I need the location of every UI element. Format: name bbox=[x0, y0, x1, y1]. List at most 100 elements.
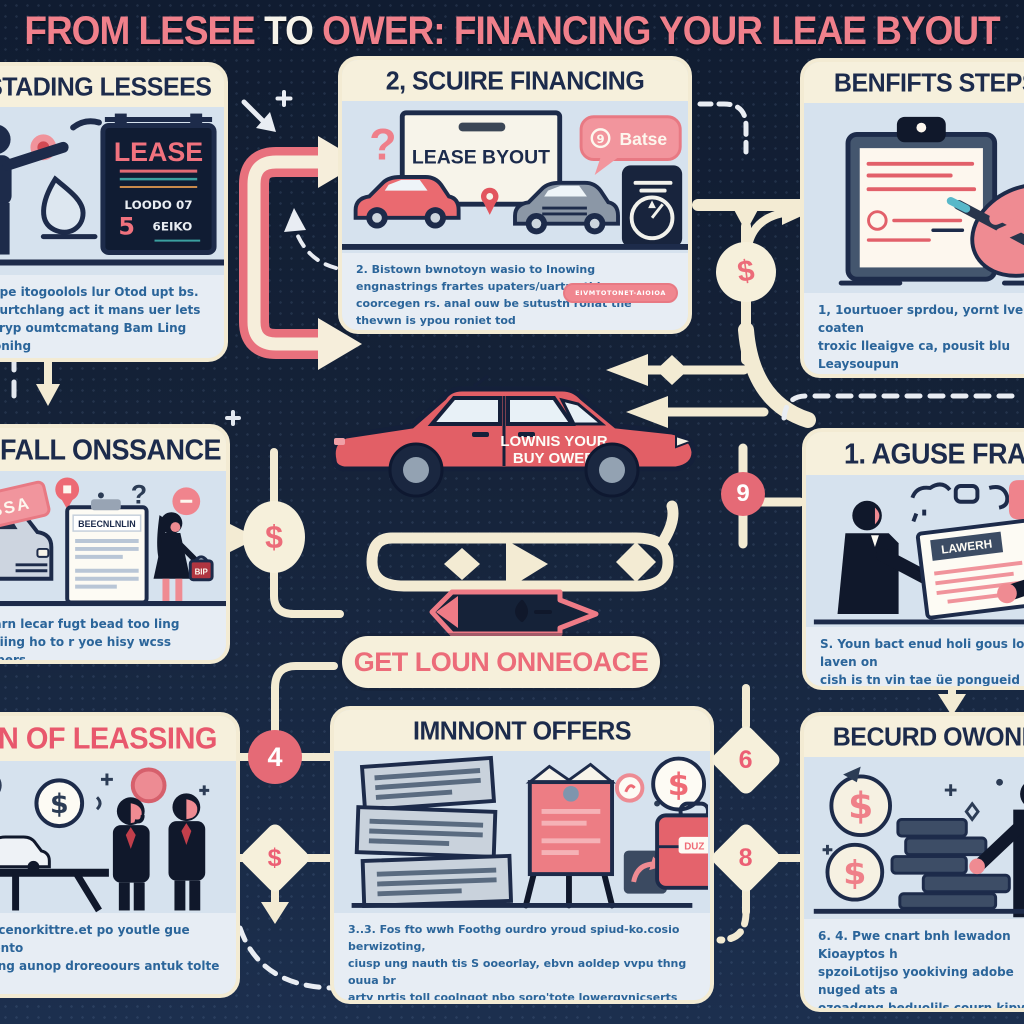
svg-text:9: 9 bbox=[596, 132, 604, 146]
panel-secure-financing: 2, SCUIRE FINANCING ? LEASE BYOUT bbox=[338, 56, 692, 334]
panel-bm-body: 3..3. Fos fto wwh Foothg ourdro yroud sp… bbox=[334, 913, 710, 1000]
panel-imnnont-offers: IMNNONT OFFERS $ bbox=[330, 706, 714, 1004]
gray-car-icon bbox=[513, 180, 620, 235]
doc-title: BEECNLNLIN bbox=[78, 519, 135, 529]
dollar-bubble-icon: $ bbox=[34, 778, 85, 829]
clipboard-icon bbox=[845, 116, 998, 282]
panel-tm-header: 2, SCUIRE FINANCING bbox=[342, 60, 688, 103]
dashed-line-tr bbox=[781, 393, 1015, 421]
svg-text:$: $ bbox=[843, 853, 866, 892]
taillight bbox=[334, 438, 345, 445]
brick-stack-icon bbox=[890, 817, 1011, 910]
step-badge-9: 9 bbox=[721, 472, 765, 516]
dashed-arc-bottom bbox=[237, 925, 335, 991]
pink-circle-icon bbox=[130, 767, 167, 804]
money-speech-bubble: ¢ e bbox=[1008, 480, 1024, 520]
lawerh-doc: LAWERH bbox=[915, 518, 1024, 620]
dealership-illustration: e $ bbox=[0, 767, 210, 913]
paperwork-illustration: $ ? CESSA BE bbox=[0, 477, 226, 607]
panel-tl-header: RSTADING LESSEES bbox=[0, 66, 224, 109]
easel-poster-icon bbox=[522, 762, 617, 909]
get-loan-banner: GET LOUN ONNEOACE bbox=[342, 636, 660, 688]
lease-speech-bubble: 9 Batse bbox=[579, 115, 682, 176]
car-text-line1: LOWNIS YOUR bbox=[500, 433, 607, 450]
briefcase-label: DUZ bbox=[684, 842, 704, 853]
panel-understanding-lessees: RSTADING LESSEES L bbox=[0, 62, 228, 362]
location-pin-icon bbox=[480, 187, 499, 215]
dollar-coin-icon: $ bbox=[651, 756, 707, 812]
panel-tm-body: 2. Bistown bwnotoyn wasio to Inowing eng… bbox=[342, 253, 688, 330]
center-red-car: LOWNIS YOUR BUY OWER bbox=[330, 374, 697, 498]
salesman-icon-1 bbox=[112, 797, 150, 911]
tm-badge: EIVMTOTONET-AIOIOA bbox=[563, 283, 678, 304]
left-arrows-to-car bbox=[606, 354, 769, 428]
car-window-1 bbox=[427, 396, 502, 426]
headlight bbox=[675, 434, 696, 449]
red-car-icon bbox=[353, 175, 461, 229]
whiteboard: LEASE BYOUT bbox=[399, 110, 563, 207]
bip-bag-icon: BIP bbox=[188, 555, 214, 582]
svg-text:$: $ bbox=[848, 784, 873, 827]
panel-end-of-leasing: EN OF LEASSING e $ bbox=[0, 712, 240, 998]
panel-bm-header: IMNNONT OFFERS bbox=[334, 710, 710, 753]
panel-benefits-steps: BENFIFTS STEPS bbox=[800, 58, 1024, 378]
coin-icon-1: $ bbox=[829, 766, 892, 838]
step-badge-4: 4 bbox=[248, 730, 302, 784]
car-text-line2: BUY OWER bbox=[513, 450, 595, 467]
bottom-right-connectors bbox=[708, 684, 804, 944]
question-icon: ? bbox=[131, 479, 147, 509]
pink-droplet-arrow-icon bbox=[429, 589, 599, 637]
salesman-icon-2 bbox=[168, 793, 206, 911]
lease-buyout-illustration: ? LEASE BYOUT bbox=[342, 110, 688, 250]
lease-buyout-text: LEASE BYOUT bbox=[412, 146, 550, 168]
question-mark-icon: ? bbox=[369, 121, 396, 170]
sparkle-icon-2 bbox=[199, 785, 210, 796]
owner-icon bbox=[969, 784, 1024, 918]
svg-text:6EIKO: 6EIKO bbox=[153, 220, 193, 234]
panel-ml-header: TUFALL ONSSANCE bbox=[0, 428, 226, 473]
coin-icon-2: $ bbox=[825, 842, 885, 902]
pin-icon bbox=[55, 477, 80, 510]
diagonal-arrow-icon bbox=[241, 90, 293, 132]
svg-text:BIP: BIP bbox=[195, 568, 209, 577]
svg-text:LOODO 07: LOODO 07 bbox=[124, 198, 192, 212]
svg-text:5: 5 bbox=[118, 213, 135, 241]
lessee-sign-illustration: LEASE LOODO 07 5 6EIKO bbox=[0, 113, 224, 266]
panel-pitfall-assurance: TUFALL ONSSANCE $ ? CESSA bbox=[0, 424, 230, 664]
panel-mr-header: 1. AGUSE FRANC bbox=[806, 432, 1024, 477]
panel-br-header: BECURD OWONR bbox=[804, 716, 1024, 759]
person-icon bbox=[0, 125, 69, 255]
dashed-curl-arrow-icon bbox=[284, 208, 338, 270]
panel-aguse-franc: 1. AGUSE FRANC ¢ e bbox=[802, 428, 1024, 690]
doc-label: LAWERH bbox=[940, 537, 993, 557]
panel-tl-body: ostupe itogoolols lur Otod upt bs. en bu… bbox=[0, 275, 224, 358]
panel-becurd-owonr: BECURD OWONR $ $ bbox=[800, 712, 1024, 1012]
thought-bubbles-icon bbox=[910, 482, 1010, 523]
lease-board: LEASE LOODO 07 5 6EIKO bbox=[100, 113, 217, 256]
handover-illustration: ¢ e LAWERH bbox=[813, 480, 1024, 625]
pink-ring-icon bbox=[614, 773, 645, 803]
receiving-arm-icon bbox=[997, 579, 1024, 604]
panel-tr-body: 1, 1ourtuoer sprdou, yornt lve coaten tr… bbox=[804, 293, 1024, 374]
sparkle-icon bbox=[100, 773, 113, 786]
contract-signing-illustration bbox=[838, 116, 1024, 286]
svg-text:$: $ bbox=[668, 767, 690, 803]
panel-bl-body: nrt cenorkittre.et po youtle gue mronto … bbox=[0, 913, 236, 994]
panel-mr-body: S. Youn bact enud holi gous lo laven on … bbox=[806, 627, 1024, 686]
car-on-table bbox=[0, 835, 109, 913]
svg-text:$: $ bbox=[50, 789, 69, 820]
signing-hand-icon bbox=[946, 182, 1024, 278]
panel-br-body: 6. 4. Pwe cnart bnh lewadon Kioayptos h … bbox=[804, 919, 1024, 1008]
car-window-2 bbox=[506, 396, 576, 426]
panel-ml-body: zmarn lecar fugt bead too ling g stiing … bbox=[0, 607, 226, 660]
sparkle-icons bbox=[822, 784, 957, 855]
duz-briefcase-icon: DUZ bbox=[655, 801, 708, 890]
offers-illustration: $ DUZ bbox=[351, 755, 708, 909]
lease-sign-text: LEASE bbox=[114, 137, 203, 167]
woman-icon bbox=[153, 512, 200, 603]
kettle-icon bbox=[41, 175, 86, 235]
checklist-doc: BEECNLNLIN bbox=[65, 499, 149, 605]
page-title: FROM LESEE TO OWER: FINANCING YOUR LEAE … bbox=[24, 8, 1000, 53]
